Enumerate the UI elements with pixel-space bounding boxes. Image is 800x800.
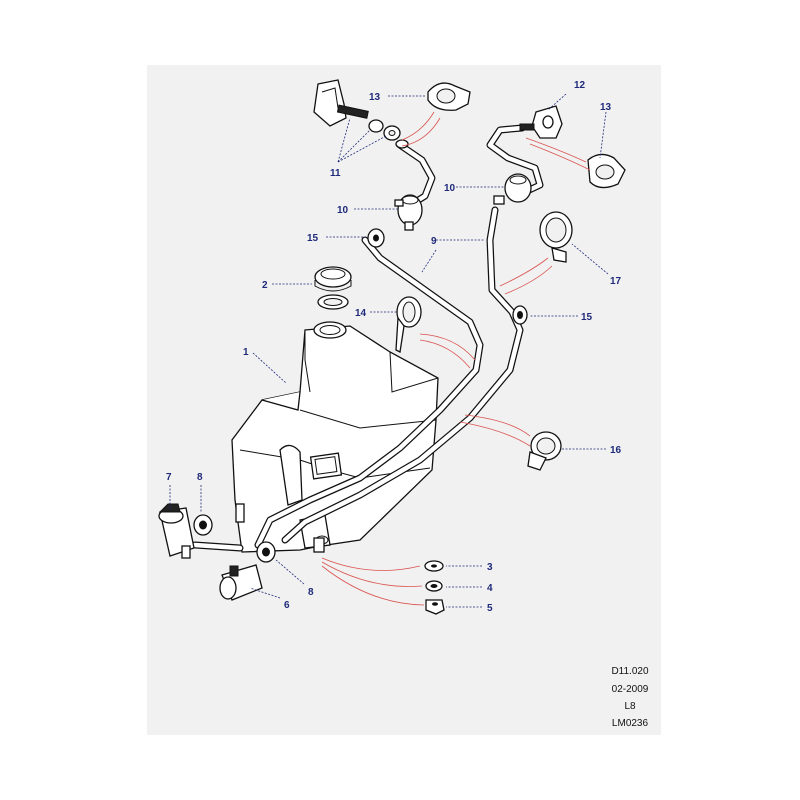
- callout-14: 14: [355, 308, 367, 319]
- flat-washer-3: [424, 560, 444, 572]
- non-return-valve-left: [394, 194, 423, 231]
- callout-12: 12: [574, 80, 586, 91]
- callout-3: 3: [487, 562, 493, 573]
- grommet-15-upper: [367, 228, 385, 248]
- pump-seal-left: [193, 514, 213, 536]
- callout-5: 5: [487, 603, 493, 614]
- callout-13a: 13: [369, 92, 381, 103]
- filler-cap: [314, 266, 352, 310]
- nut-5: [425, 599, 445, 615]
- reference-code: D11.020: [611, 666, 649, 677]
- callout-7: 7: [166, 472, 172, 483]
- callout-8b: 8: [308, 587, 314, 598]
- callout-10a: 10: [337, 205, 349, 216]
- hose-assembly: [191, 124, 544, 552]
- right-washer-jet: [519, 105, 563, 139]
- callout-15a: 15: [307, 233, 319, 244]
- callout-17: 17: [610, 276, 622, 287]
- reference-date: 02-2009: [611, 684, 649, 695]
- leader-lines: [169, 93, 609, 608]
- callout-13b: 13: [600, 102, 612, 113]
- non-return-valve-right: [493, 173, 532, 205]
- callout-10b: 10: [444, 183, 456, 194]
- callout-15b: 15: [581, 312, 593, 323]
- callout-1: 1: [243, 347, 249, 358]
- hose-clip-13-right: [587, 153, 626, 189]
- rear-washer-pump: [219, 564, 263, 601]
- callout-16: 16: [610, 445, 622, 456]
- callout-8a: 8: [197, 472, 203, 483]
- front-washer-pump: [158, 503, 195, 559]
- link-lines: [321, 111, 591, 606]
- washer-reservoir: [231, 321, 439, 553]
- callout-6: 6: [284, 600, 290, 611]
- left-washer-jet: [313, 79, 409, 149]
- tank-stud: [235, 503, 325, 553]
- spring-washer-4: [425, 580, 443, 592]
- reference-model: L8: [624, 701, 636, 712]
- callout-9: 9: [431, 236, 437, 247]
- grommet-15-lower: [512, 305, 528, 325]
- cable-tie-16: [527, 431, 562, 471]
- callout-4: 4: [487, 583, 493, 594]
- reference-drawing-id: LM0236: [611, 718, 649, 729]
- callout-2: 2: [262, 280, 268, 291]
- callout-numbers: 1 2 3 4 5 6 7 8 8 9 10 10 11 12 13 13 14…: [166, 80, 622, 614]
- hose-clip-13-left: [427, 82, 471, 111]
- pump-seal-right: [256, 541, 276, 563]
- cable-tie-14: [395, 296, 422, 353]
- callout-11: 11: [330, 168, 341, 179]
- hose-clip-17: [539, 211, 573, 263]
